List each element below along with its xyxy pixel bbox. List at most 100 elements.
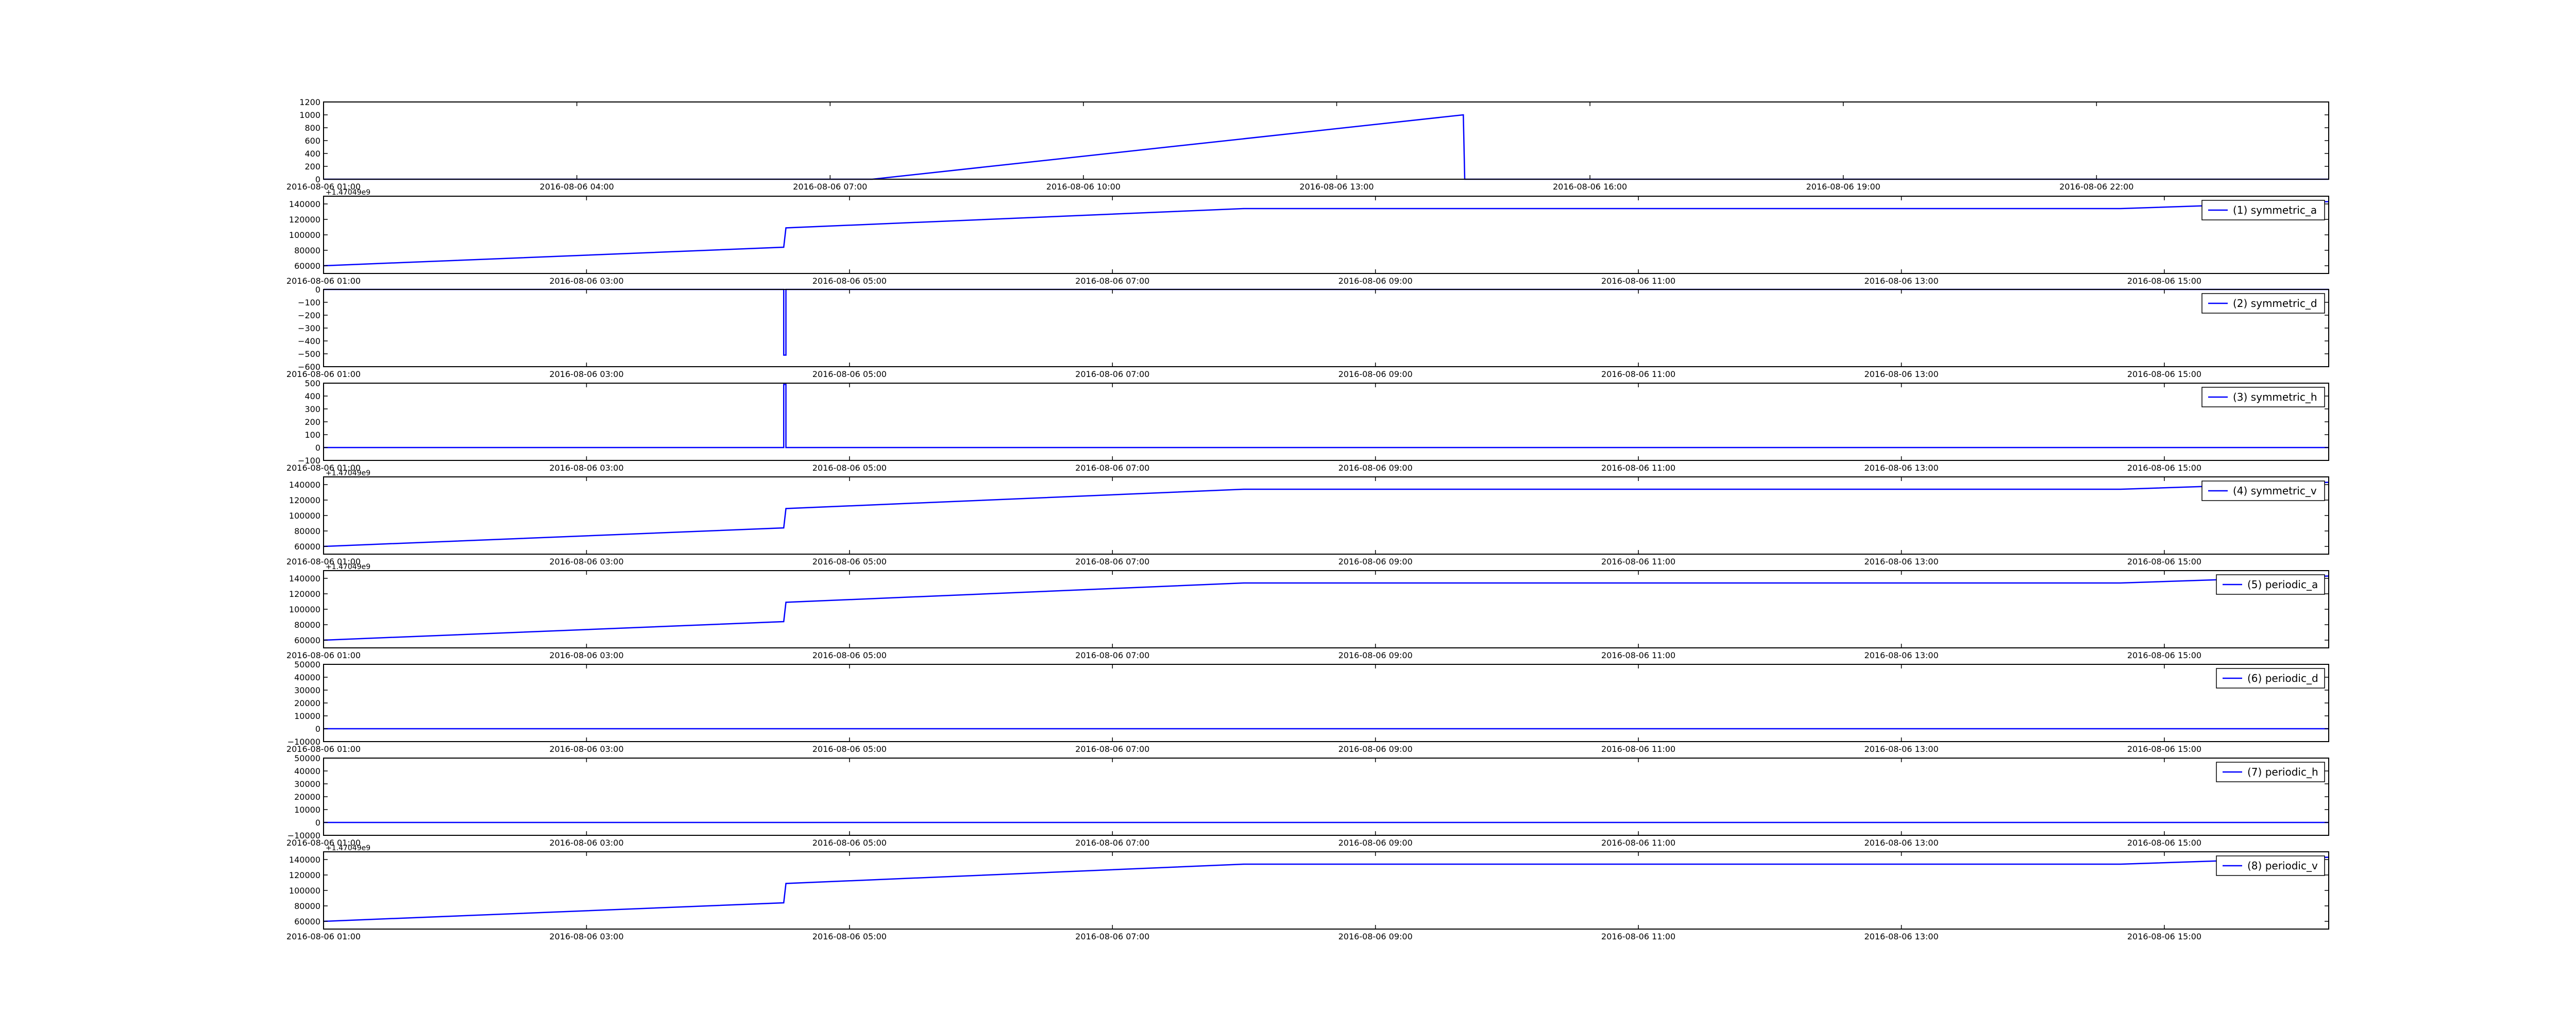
x-tick-label: 2016-08-06 07:00 xyxy=(1075,838,1149,848)
y-tick-label: −200 xyxy=(298,311,320,320)
y-tick-label: 100000 xyxy=(289,886,320,896)
offset-text: +1.47049e9 xyxy=(326,188,370,197)
y-tick-label: −100 xyxy=(298,456,320,466)
y-tick-label: 140000 xyxy=(289,199,320,209)
x-tick-label: 2016-08-06 13:00 xyxy=(1864,744,1938,754)
x-tick-label: 2016-08-06 05:00 xyxy=(812,463,887,473)
x-tick-label: 2016-08-06 05:00 xyxy=(812,744,887,754)
y-tick-label: 80000 xyxy=(294,246,320,255)
x-tick-label: 2016-08-06 22:00 xyxy=(2059,182,2133,192)
y-tick-label: 30000 xyxy=(294,685,320,695)
axes-frame xyxy=(323,664,2329,742)
y-tick-label: −500 xyxy=(298,349,320,359)
x-tick-label: 2016-08-06 01:00 xyxy=(286,276,361,286)
y-tick-label: 140000 xyxy=(289,574,320,583)
series-line-2-1 xyxy=(323,201,2329,267)
y-tick-label: 400 xyxy=(304,149,320,159)
axes-frame xyxy=(323,289,2329,367)
x-tick-label: 2016-08-06 15:00 xyxy=(2127,838,2201,848)
legend: (1) symmetric_a xyxy=(2201,200,2325,220)
x-tick-label: 2016-08-06 15:00 xyxy=(2127,276,2201,286)
x-tick-label: 2016-08-06 03:00 xyxy=(549,650,623,660)
y-tick-label: 600 xyxy=(304,136,320,146)
x-tick-label: 2016-08-06 05:00 xyxy=(812,557,887,566)
y-tick-label: 20000 xyxy=(294,792,320,802)
x-tick-label: 2016-08-06 13:00 xyxy=(1864,650,1938,660)
x-tick-label: 2016-08-06 13:00 xyxy=(1299,182,1374,192)
series-line-3-1 xyxy=(324,288,2329,356)
y-tick-label: 100 xyxy=(304,430,320,440)
x-tick-label: 2016-08-06 16:00 xyxy=(1553,182,1627,192)
y-tick-label: 80000 xyxy=(294,526,320,536)
x-tick-label: 2016-08-06 01:00 xyxy=(286,557,361,566)
x-tick-label: 2016-08-06 07:00 xyxy=(793,182,867,192)
x-tick-label: 2016-08-06 04:00 xyxy=(540,182,614,192)
x-tick-label: 2016-08-06 11:00 xyxy=(1601,650,1675,660)
y-tick-label: 120000 xyxy=(289,215,320,225)
legend: (6) periodic_d xyxy=(2216,668,2325,689)
x-tick-label: 2016-08-06 13:00 xyxy=(1864,369,1938,379)
x-tick-label: 2016-08-06 03:00 xyxy=(549,369,623,379)
series-line-9-1 xyxy=(323,856,2329,922)
y-tick-label: 120000 xyxy=(289,589,320,599)
y-tick-label: −10000 xyxy=(287,737,320,747)
legend-label: (2) symmetric_d xyxy=(2233,297,2317,310)
y-tick-label: 60000 xyxy=(294,261,320,271)
y-tick-label: 100000 xyxy=(289,605,320,614)
x-tick-label: 2016-08-06 07:00 xyxy=(1075,650,1149,660)
axes-frame xyxy=(323,101,2329,180)
x-tick-label: 2016-08-06 11:00 xyxy=(1601,744,1675,754)
x-tick-label: 2016-08-06 09:00 xyxy=(1338,276,1413,286)
x-tick-label: 2016-08-06 13:00 xyxy=(1864,932,1938,941)
y-tick-label: 60000 xyxy=(294,917,320,926)
y-tick-label: 60000 xyxy=(294,636,320,645)
x-tick-label: 2016-08-06 05:00 xyxy=(812,369,887,379)
x-tick-label: 2016-08-06 09:00 xyxy=(1338,744,1413,754)
x-tick-label: 2016-08-06 13:00 xyxy=(1864,838,1938,848)
axes-frame xyxy=(323,851,2329,930)
x-tick-label: 2016-08-06 07:00 xyxy=(1075,463,1149,473)
x-tick-label: 2016-08-06 01:00 xyxy=(286,744,361,754)
y-tick-label: 40000 xyxy=(294,673,320,682)
y-tick-label: 30000 xyxy=(294,779,320,789)
y-tick-label: 0 xyxy=(315,443,320,453)
y-tick-label: −300 xyxy=(298,323,320,333)
legend-label: (4) symmetric_v xyxy=(2233,485,2317,497)
y-tick-label: 0 xyxy=(315,175,320,184)
legend: (8) periodic_v xyxy=(2216,855,2325,876)
legend-label: (7) periodic_h xyxy=(2247,766,2318,778)
y-tick-label: 120000 xyxy=(289,495,320,505)
y-tick-label: 140000 xyxy=(289,855,320,865)
y-tick-label: 40000 xyxy=(294,766,320,776)
subplot-8: −10000010000200003000040000500002016-08-… xyxy=(286,753,2329,848)
legend: (2) symmetric_d xyxy=(2201,293,2325,314)
offset-text: +1.47049e9 xyxy=(326,563,370,571)
legend: (7) periodic_h xyxy=(2216,762,2325,782)
x-tick-label: 2016-08-06 01:00 xyxy=(286,838,361,848)
x-tick-label: 2016-08-06 15:00 xyxy=(2127,650,2201,660)
y-tick-label: 800 xyxy=(304,123,320,133)
offset-text: +1.47049e9 xyxy=(326,469,370,477)
x-tick-label: 2016-08-06 19:00 xyxy=(1806,182,1880,192)
y-tick-label: −400 xyxy=(298,336,320,346)
axes-frame xyxy=(323,570,2329,648)
legend-label: (8) periodic_v xyxy=(2247,860,2318,872)
x-tick-label: 2016-08-06 07:00 xyxy=(1075,557,1149,566)
x-tick-label: 2016-08-06 09:00 xyxy=(1338,369,1413,379)
x-tick-label: 2016-08-06 03:00 xyxy=(549,463,623,473)
x-tick-label: 2016-08-06 05:00 xyxy=(812,838,887,848)
y-tick-label: 0 xyxy=(315,818,320,828)
legend: (3) symmetric_h xyxy=(2201,387,2325,407)
x-tick-label: 2016-08-06 07:00 xyxy=(1075,932,1149,941)
series-line-1-1 xyxy=(324,114,2329,180)
subplot-7: −10000010000200003000040000500002016-08-… xyxy=(286,660,2329,754)
x-tick-label: 2016-08-06 03:00 xyxy=(549,557,623,566)
y-tick-label: 100000 xyxy=(289,511,320,521)
